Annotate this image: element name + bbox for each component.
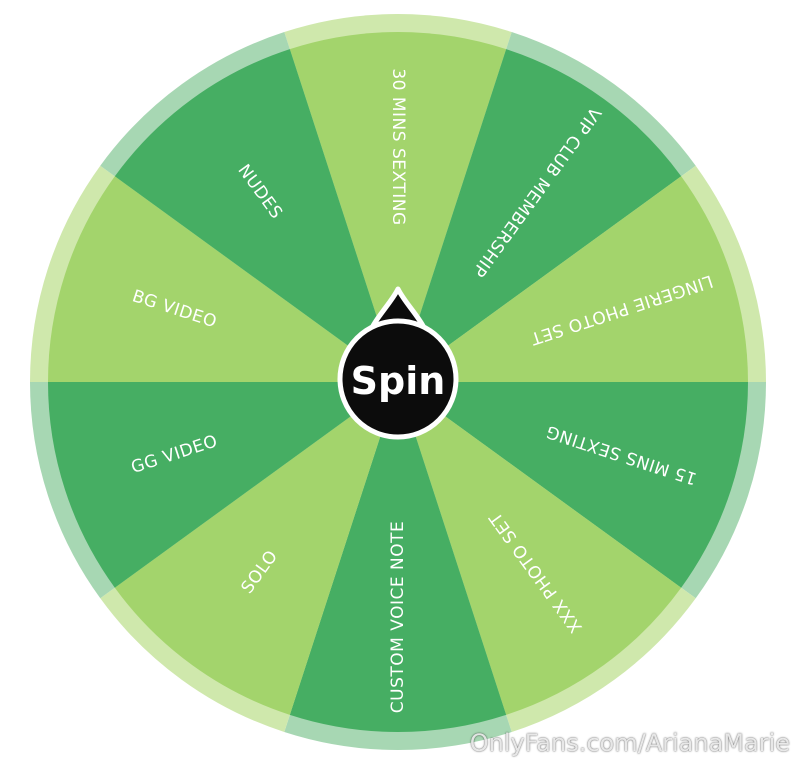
spin-button-label[interactable]: Spin [351,359,446,403]
wheel-segments [47,31,748,733]
wheel-segment [47,176,398,382]
wheel-segment [398,49,682,382]
wheel-segment [398,382,682,715]
wheel-segment [114,49,398,382]
watermark-text: OnlyFans.com/ArianaMarie [469,729,790,757]
wheel-segment-label: CUSTOM VOICE NOTE [388,521,408,713]
wheel-segment [398,382,748,588]
wheel-segment-label: 30 MINS SEXTING [388,68,408,225]
wheel-segment [48,382,398,588]
wheel-segment [398,176,748,382]
wheel-segment [289,31,507,382]
spin-button[interactable]: Spin [337,286,459,440]
wheel-segment [114,382,398,715]
wheel-segment [289,382,507,733]
spin-button-circle[interactable] [337,318,459,440]
